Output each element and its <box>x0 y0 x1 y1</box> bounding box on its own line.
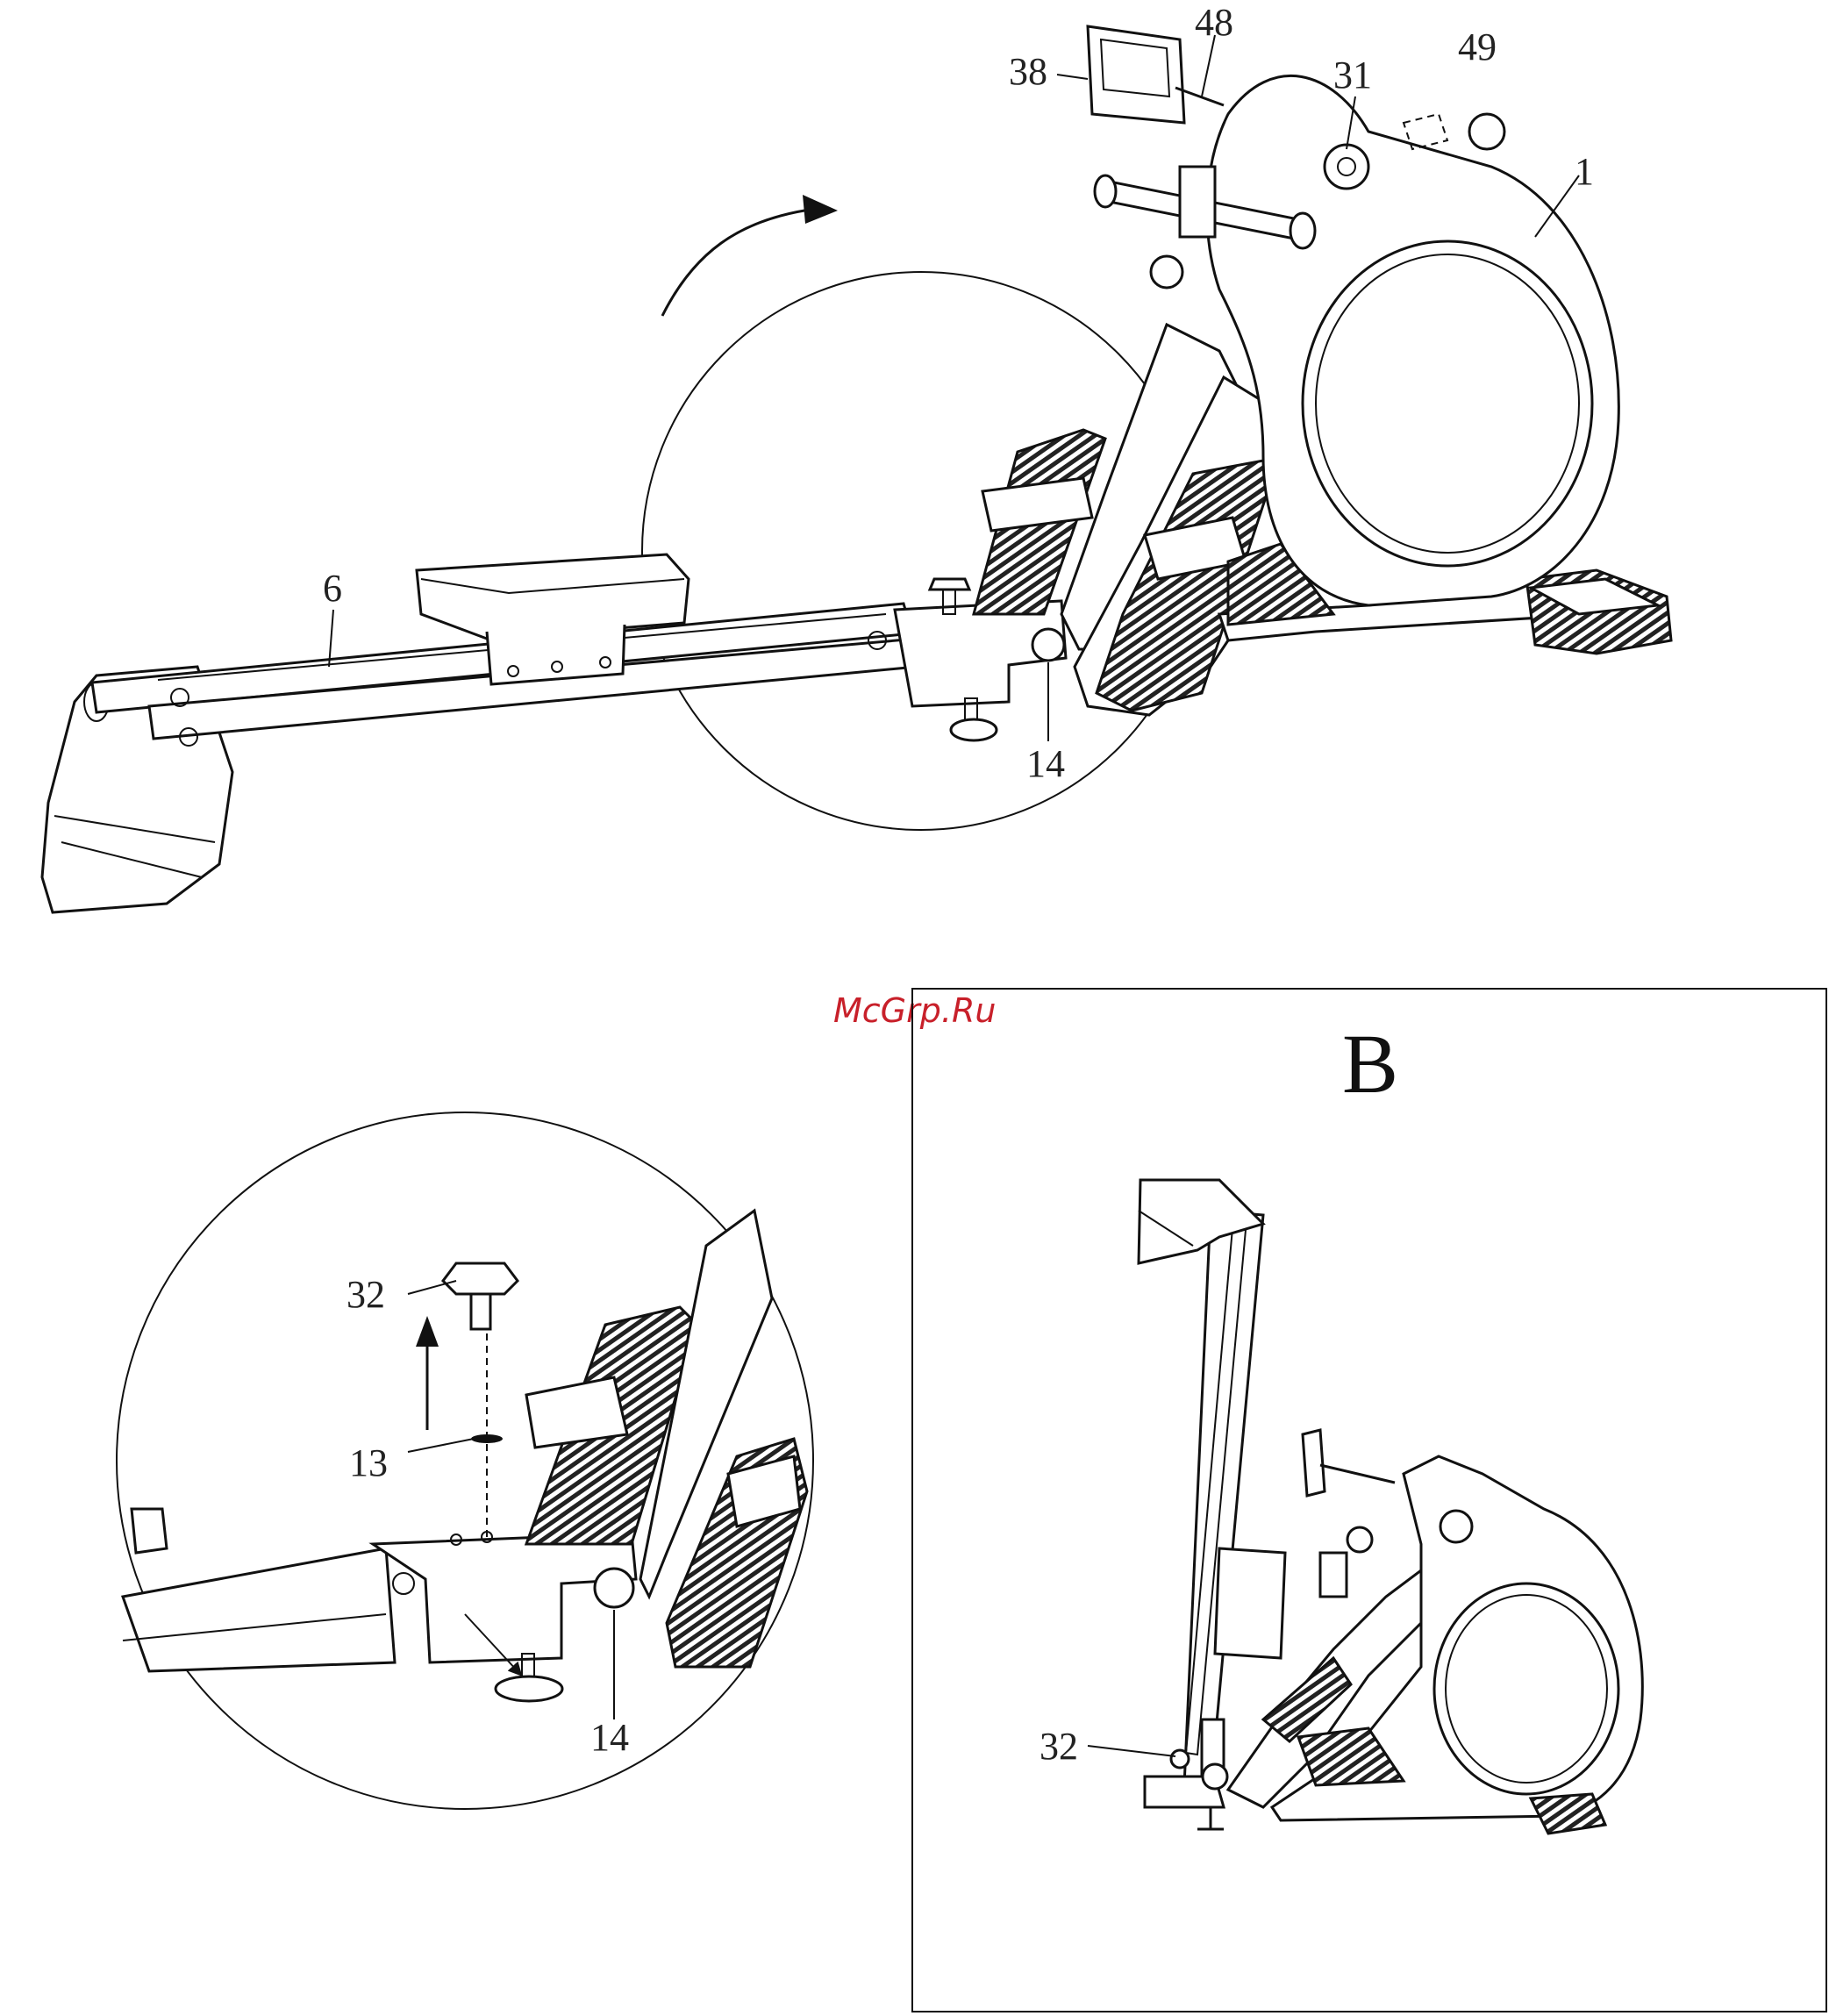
knob-14 <box>1032 629 1064 661</box>
label-6: 6 <box>323 567 342 610</box>
panel-b-frame <box>912 989 1826 2012</box>
seat <box>417 554 689 639</box>
folded-seat <box>1215 1548 1285 1658</box>
cap-49 <box>1469 114 1504 149</box>
up-arrow <box>416 1316 439 1347</box>
panel-b <box>912 989 1826 2012</box>
label-32-detail: 32 <box>347 1273 385 1316</box>
detail-circle <box>117 1112 813 1809</box>
folded-front-foot <box>1531 1794 1605 1834</box>
label-14-detail: 14 <box>590 1716 629 1759</box>
label-13: 13 <box>349 1441 388 1484</box>
label-31: 31 <box>1333 54 1372 97</box>
rotation-arrow-head <box>803 195 838 224</box>
label-38: 38 <box>1009 50 1047 93</box>
label-49: 49 <box>1458 25 1497 68</box>
folded-console <box>1303 1430 1325 1496</box>
detail-view <box>117 1112 813 1809</box>
folded-rail <box>1184 1211 1263 1790</box>
label-32-panel-b: 32 <box>1040 1725 1078 1768</box>
detail-knob-32 <box>443 1263 518 1294</box>
seat-carriage <box>487 625 625 684</box>
folded-knob-32 <box>1171 1750 1189 1768</box>
panel-b-title: B <box>1342 1017 1398 1111</box>
folded-flywheel-cover <box>1434 1583 1618 1794</box>
tension-knob <box>1151 256 1182 288</box>
label-14: 14 <box>1026 742 1065 785</box>
label-48: 48 <box>1195 1 1233 44</box>
rotation-arrow <box>662 209 816 316</box>
label-1: 1 <box>1575 150 1594 193</box>
watermark: McGrp.Ru <box>833 991 996 1030</box>
flywheel-cover <box>1303 241 1592 566</box>
detail-knob-14 <box>595 1569 633 1607</box>
pivot-31 <box>1325 145 1368 189</box>
rowing-machine-main <box>42 26 1671 912</box>
detail-rail <box>123 1548 395 1671</box>
washer-13 <box>471 1434 503 1443</box>
